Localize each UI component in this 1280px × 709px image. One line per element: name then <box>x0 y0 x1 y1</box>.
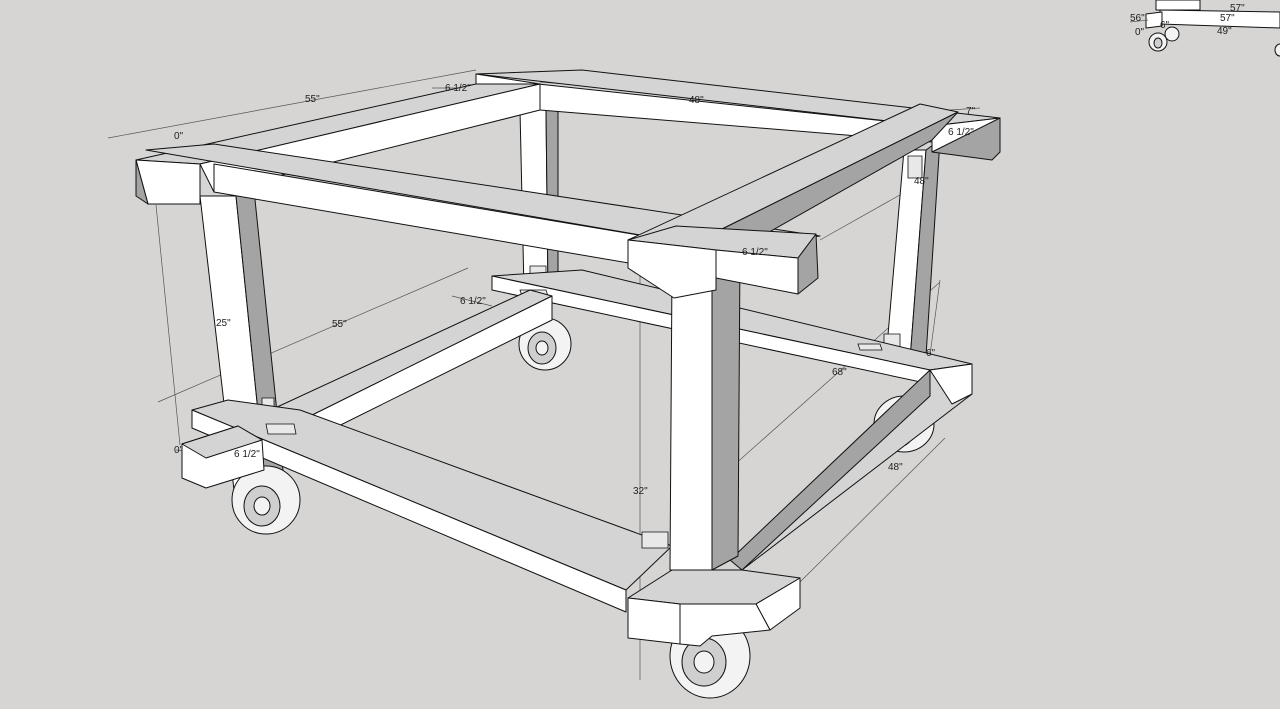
dim-top-depth: 48" <box>689 95 704 106</box>
dim-beam-end-right-inner: 6 1/2" <box>948 127 974 138</box>
dim-beam-end-right: 7" <box>966 106 976 117</box>
top-beam-front <box>145 143 821 279</box>
thumb-label-49: 49" <box>1217 26 1232 37</box>
dim-beam-end-front: 6 1/2" <box>742 247 768 258</box>
thumbnail-preview[interactable]: 57" 57" 49" 56" 6" 0" <box>1129 0 1280 57</box>
thumb-label-0: 0" <box>1135 27 1145 38</box>
dim-bottom-beam-end: 6 1/2" <box>234 449 260 460</box>
dimension-labels: 55" 6 1/2" 48" 7" 6 1/2" 0" 6 1/2" 48" 2… <box>174 83 976 497</box>
top-beam-back <box>475 69 1001 161</box>
dim-front-leg-height: 32" <box>633 486 648 497</box>
dim-top-width: 55" <box>305 94 320 105</box>
lower-corner-front-right <box>627 569 801 647</box>
caster-front-left <box>231 465 301 535</box>
dim-lower-diagonal: 68" <box>832 367 847 378</box>
dim-lower-right-height: 6" <box>926 348 936 359</box>
dim-lower-width: 55" <box>332 319 347 330</box>
lower-beam-right <box>729 363 973 571</box>
dim-lower-depth: 48" <box>888 462 903 473</box>
thumb-label-57-mid: 57" <box>1220 13 1235 24</box>
thumb-label-57-top: 57" <box>1230 3 1245 14</box>
top-corner-front-right <box>627 225 819 299</box>
thumb-label-6: 6" <box>1160 20 1170 31</box>
dim-origin-top: 0" <box>174 131 184 142</box>
dim-right-leg-height: 48" <box>914 176 929 187</box>
leg-back-right <box>883 139 941 361</box>
dim-lower-beam-end: 6 1/2" <box>460 296 486 307</box>
dim-left-leg-height: 25" <box>216 318 231 329</box>
dim-beam-end-left: 6 1/2" <box>445 83 471 94</box>
thumb-label-56: 56" <box>1130 13 1145 24</box>
leg-front-right <box>669 251 741 571</box>
lower-beam-front <box>181 399 673 613</box>
dim-origin-bottom: 0" <box>174 445 184 456</box>
lower-beam-left <box>261 289 553 457</box>
